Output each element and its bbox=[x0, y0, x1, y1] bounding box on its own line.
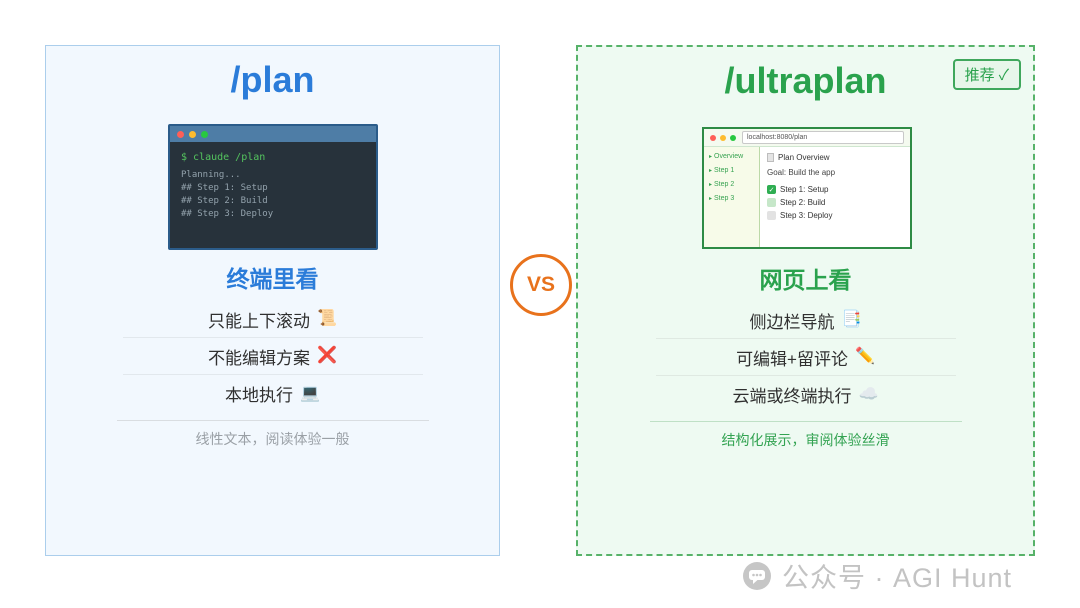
checkbox-pending-icon bbox=[767, 211, 776, 220]
goal-text: Goal: Build the app bbox=[767, 168, 836, 177]
sidebar-item-label: Overview bbox=[714, 153, 744, 160]
heading-label: Plan Overview bbox=[778, 153, 830, 162]
sidebar-item-label: Step 2 bbox=[714, 181, 735, 188]
terminal-body: $ claude /plan Planning... ## Step 1: Se… bbox=[170, 142, 376, 230]
feature-label: 本地执行 bbox=[225, 386, 294, 405]
chevron-right-icon: ▸ bbox=[709, 153, 713, 160]
chevron-right-icon: ▸ bbox=[709, 195, 713, 202]
plan-overview-heading: Plan Overview bbox=[767, 153, 903, 162]
plan-summary: 线性文本，阅读体验一般 bbox=[195, 431, 350, 447]
list-item: 侧边栏导航 📑 bbox=[655, 302, 956, 339]
cloud-icon: ☁️ bbox=[858, 385, 879, 403]
terminal-mockup: $ claude /plan Planning... ## Step 1: Se… bbox=[168, 124, 378, 250]
terminal-line: ## Step 1: Setup bbox=[181, 183, 268, 193]
terminal-line: ## Step 3: Deploy bbox=[181, 209, 274, 219]
checklist-row: Step 3: Deploy bbox=[767, 211, 903, 220]
traffic-light-red-icon bbox=[710, 134, 716, 141]
checkbox-active-icon bbox=[767, 198, 776, 207]
watermark: 公众号 · AGI Hunt bbox=[742, 556, 1012, 595]
plan-title: /plan bbox=[230, 59, 315, 100]
sidebar-item-step2: ▸ Step 2 bbox=[709, 181, 754, 188]
list-item: 只能上下滚动 📜 bbox=[122, 301, 423, 338]
divider bbox=[649, 421, 962, 422]
checklist-label: Step 3: Deploy bbox=[780, 211, 833, 220]
chat-bubble-icon bbox=[742, 561, 772, 591]
sidebar-item-overview: ▸ Overview bbox=[709, 153, 754, 160]
plan-subtitle: 终端里看 bbox=[226, 266, 319, 292]
recommended-badge: 推荐 ✓ bbox=[952, 59, 1021, 90]
scroll-icon: 📜 bbox=[317, 310, 337, 327]
laptop-icon: 💻 bbox=[300, 384, 320, 402]
ultraplan-summary: 结构化展示，审阅体验丝滑 bbox=[721, 432, 890, 448]
terminal-line: Planning... bbox=[181, 170, 241, 180]
document-icon bbox=[767, 153, 774, 162]
url-bar: localhost:8080/plan bbox=[742, 131, 904, 144]
ultraplan-feature-list: 侧边栏导航 📑 可编辑+留评论 ✏️ 云端或终端执行 ☁️ bbox=[655, 302, 956, 413]
feature-label: 只能上下滚动 bbox=[208, 311, 311, 331]
traffic-light-red-icon bbox=[177, 130, 184, 138]
traffic-light-yellow-icon bbox=[189, 130, 196, 138]
sidebar-item-step1: ▸ Step 1 bbox=[709, 167, 754, 174]
chevron-right-icon: ▸ bbox=[709, 167, 713, 174]
browser-titlebar: localhost:8080/plan bbox=[704, 129, 910, 147]
watermark-text: 公众号 · AGI Hunt bbox=[782, 563, 1013, 593]
checklist-row: Step 2: Build bbox=[767, 198, 903, 207]
cross-icon: ❌ bbox=[317, 347, 337, 364]
feature-label: 不能编辑方案 bbox=[208, 348, 311, 368]
document-tabs-icon: 📑 bbox=[841, 311, 862, 328]
feature-label: 可编辑+留评论 bbox=[736, 349, 848, 369]
browser-content: Plan Overview Goal: Build the app ✓ Step… bbox=[760, 147, 910, 247]
feature-label: 云端或终端执行 bbox=[732, 387, 852, 406]
feature-label: 侧边栏导航 bbox=[749, 312, 835, 332]
browser-mockup: localhost:8080/plan ▸ Overview ▸ Step 1 … bbox=[702, 127, 912, 249]
checklist-label: Step 1: Setup bbox=[780, 185, 829, 194]
list-item: 不能编辑方案 ❌ bbox=[122, 338, 423, 375]
checklist-label: Step 2: Build bbox=[780, 198, 826, 207]
list-item: 云端或终端执行 ☁️ bbox=[656, 376, 956, 413]
sidebar-item-label: Step 1 bbox=[714, 167, 735, 174]
terminal-line: ## Step 2: Build bbox=[181, 196, 268, 206]
browser-body: ▸ Overview ▸ Step 1 ▸ Step 2 ▸ Step 3 bbox=[704, 147, 910, 247]
sidebar-item-step3: ▸ Step 3 bbox=[709, 195, 754, 202]
checkbox-done-icon: ✓ bbox=[767, 185, 776, 194]
list-item: 可编辑+留评论 ✏️ bbox=[655, 339, 956, 376]
traffic-light-yellow-icon bbox=[720, 134, 726, 141]
traffic-light-green-icon bbox=[201, 130, 208, 138]
ultraplan-title: /ultraplan bbox=[724, 60, 887, 101]
terminal-prompt-line: $ claude /plan bbox=[181, 152, 266, 163]
ultraplan-subtitle: 网页上看 bbox=[759, 267, 852, 293]
chevron-right-icon: ▸ bbox=[709, 181, 713, 188]
list-item: 本地执行 💻 bbox=[123, 375, 423, 412]
traffic-light-green-icon bbox=[730, 134, 736, 141]
pencil-icon: ✏️ bbox=[855, 348, 875, 365]
checklist-row: ✓ Step 1: Setup bbox=[767, 185, 903, 194]
divider bbox=[116, 420, 429, 421]
plan-panel: /plan $ claude /plan Planning... ## Step… bbox=[45, 45, 500, 556]
vs-badge: VS bbox=[510, 254, 572, 316]
plan-feature-list: 只能上下滚动 📜 不能编辑方案 ❌ 本地执行 💻 bbox=[122, 301, 423, 412]
sidebar-item-label: Step 3 bbox=[714, 195, 735, 202]
browser-sidebar: ▸ Overview ▸ Step 1 ▸ Step 2 ▸ Step 3 bbox=[704, 147, 760, 247]
ultraplan-panel: 推荐 ✓ /ultraplan localhost:8080/plan ▸ Ov… bbox=[576, 45, 1035, 556]
terminal-titlebar bbox=[170, 126, 376, 142]
